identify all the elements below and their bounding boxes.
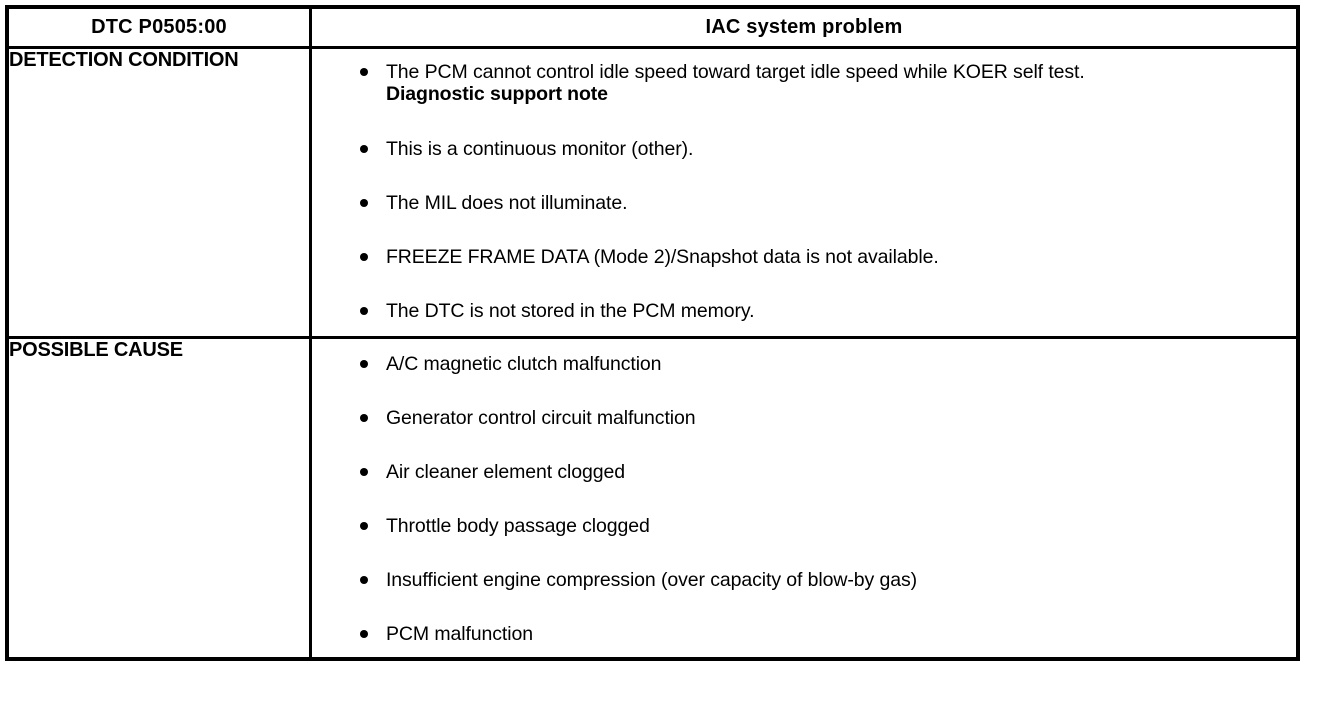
bullet-icon: [359, 630, 368, 638]
bullet-icon: [359, 307, 368, 315]
list-item: PCM malfunction: [312, 621, 1296, 647]
dtc-diagnostic-table: DTC P0505:00 IAC system problem DETECTIO…: [5, 5, 1300, 661]
list-item: A/C magnetic clutch malfunction: [312, 351, 1296, 377]
possible-cause-label: POSSIBLE CAUSE: [5, 336, 312, 661]
list-item-text: A/C magnetic clutch malfunction: [385, 353, 662, 375]
list-item-text: The PCM cannot control idle speed toward…: [385, 61, 1085, 83]
bullet-icon: [359, 253, 368, 261]
list-item: Air cleaner element clogged: [312, 459, 1296, 485]
list-item: This is a continuous monitor (other).: [312, 136, 1296, 162]
list-item: Throttle body passage clogged: [312, 513, 1296, 539]
list-item-text: The MIL does not illuminate.: [385, 192, 628, 214]
detection-condition-list: The PCM cannot control idle speed toward…: [312, 59, 1296, 324]
list-item-text: The DTC is not stored in the PCM memory.: [385, 300, 755, 322]
bullet-icon: [359, 145, 368, 153]
detection-condition-row: DETECTION CONDITION The PCM cannot contr…: [5, 46, 1300, 339]
detection-condition-content: The PCM cannot control idle speed toward…: [308, 46, 1300, 339]
list-item: Insufficient engine compression (over ca…: [312, 567, 1296, 593]
list-item-text: PCM malfunction: [385, 623, 533, 645]
dtc-code-cell: DTC P0505:00: [5, 5, 312, 49]
list-item: Generator control circuit malfunction: [312, 405, 1296, 431]
bullet-icon: [359, 360, 368, 368]
list-item-text: Throttle body passage clogged: [385, 515, 650, 537]
list-item: The PCM cannot control idle speed toward…: [312, 59, 1296, 85]
bullet-icon: [359, 468, 368, 476]
fault-title-cell: IAC system problem: [308, 5, 1300, 49]
list-item-text: Air cleaner element clogged: [385, 461, 625, 483]
bullet-icon: [359, 576, 368, 584]
list-item-text: FREEZE FRAME DATA (Mode 2)/Snapshot data…: [385, 246, 939, 268]
list-item-text: Insufficient engine compression (over ca…: [385, 569, 918, 591]
possible-cause-row: POSSIBLE CAUSE A/C magnetic clutch malfu…: [5, 336, 1300, 661]
table-header-row: DTC P0505:00 IAC system problem: [5, 5, 1300, 49]
list-item: The DTC is not stored in the PCM memory.: [312, 298, 1296, 324]
bullet-icon: [359, 199, 368, 207]
list-item-text: This is a continuous monitor (other).: [385, 138, 694, 160]
possible-cause-content: A/C magnetic clutch malfunction Generato…: [308, 336, 1300, 661]
bullet-icon: [359, 68, 368, 76]
list-item: The MIL does not illuminate.: [312, 190, 1296, 216]
detection-condition-label: DETECTION CONDITION: [5, 46, 312, 339]
bullet-icon: [359, 414, 368, 422]
possible-cause-list: A/C magnetic clutch malfunction Generato…: [312, 351, 1296, 647]
diagnostic-support-note-heading: Diagnostic support note: [385, 83, 608, 105]
list-item-text: Generator control circuit malfunction: [385, 407, 696, 429]
bullet-icon: [359, 522, 368, 530]
list-item: FREEZE FRAME DATA (Mode 2)/Snapshot data…: [312, 244, 1296, 270]
